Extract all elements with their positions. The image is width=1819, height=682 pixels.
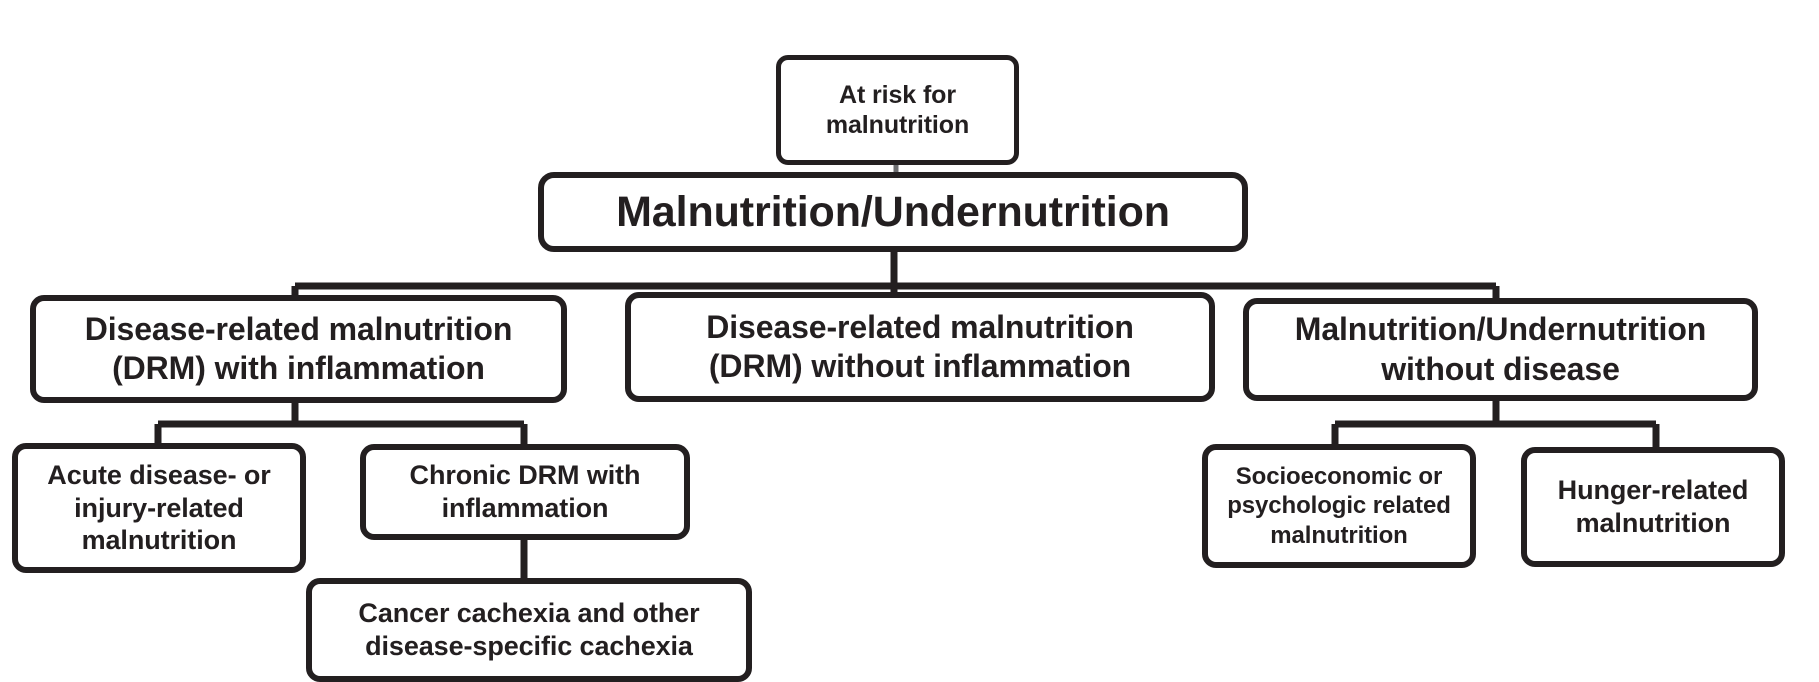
node-socioeconomic-or-psychologic-related-malnutrition[interactable]: Socioeconomic or psychologic related mal… bbox=[1202, 444, 1476, 568]
node-label: Cancer cachexia and other disease-specif… bbox=[358, 598, 700, 661]
node-hunger-related-malnutrition[interactable]: Hunger-related malnutrition bbox=[1521, 447, 1785, 567]
node-acute-disease-or-injury-related-malnutrition[interactable]: Acute disease- or injury-related malnutr… bbox=[12, 443, 306, 573]
node-label: Socioeconomic or psychologic related mal… bbox=[1227, 463, 1451, 549]
node-drm-without-inflammation[interactable]: Disease-related malnutrition (DRM) witho… bbox=[625, 292, 1215, 402]
node-label: Malnutrition/Undernutrition without dise… bbox=[1294, 311, 1707, 387]
node-label: At risk for malnutrition bbox=[825, 80, 970, 140]
node-cancer-cachexia[interactable]: Cancer cachexia and other disease-specif… bbox=[306, 578, 752, 682]
node-label: Disease-related malnutrition (DRM) with … bbox=[84, 310, 513, 386]
node-label: Acute disease- or injury-related malnutr… bbox=[47, 459, 271, 556]
node-label: Disease-related malnutrition (DRM) witho… bbox=[706, 308, 1134, 384]
node-malnutrition-without-disease[interactable]: Malnutrition/Undernutrition without dise… bbox=[1243, 298, 1758, 401]
node-label: Hunger-related malnutrition bbox=[1557, 475, 1749, 538]
node-label: Malnutrition/Undernutrition bbox=[616, 187, 1170, 236]
node-drm-with-inflammation[interactable]: Disease-related malnutrition (DRM) with … bbox=[30, 295, 567, 403]
node-at-risk-for-malnutrition[interactable]: At risk for malnutrition bbox=[776, 55, 1019, 165]
node-chronic-drm-with-inflammation[interactable]: Chronic DRM with inflammation bbox=[360, 444, 690, 540]
node-label: Chronic DRM with inflammation bbox=[409, 460, 641, 523]
node-malnutrition-undernutrition[interactable]: Malnutrition/Undernutrition bbox=[538, 172, 1248, 252]
